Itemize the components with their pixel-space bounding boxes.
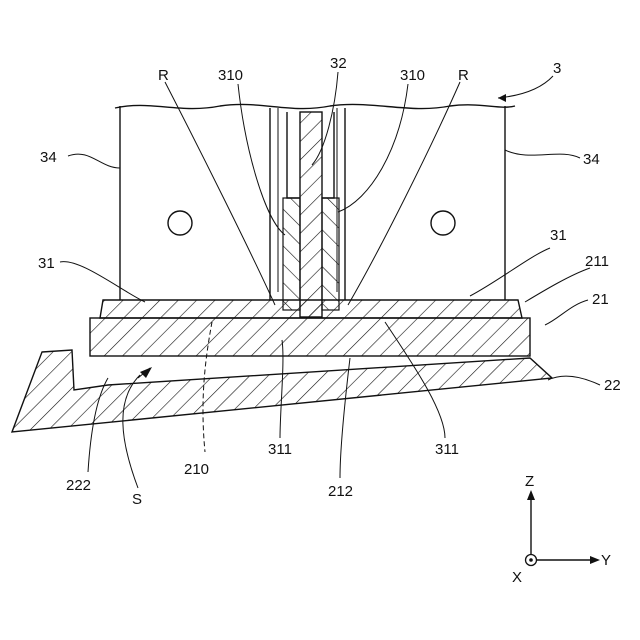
- center-wall-lower-left: [283, 198, 300, 310]
- plate: [90, 318, 530, 356]
- assembly-arrow-head: [498, 94, 506, 102]
- hole-right: [431, 211, 455, 235]
- axis-x-label: X: [512, 569, 522, 586]
- base-flange: [100, 300, 522, 318]
- label-assembly: 3: [553, 60, 561, 77]
- gap-arrow-head: [140, 367, 152, 378]
- axis-y-label: Y: [601, 552, 611, 569]
- label-center-wall: 32: [330, 55, 347, 72]
- label-wedge-surface: 222: [66, 477, 91, 494]
- label-outer-wall-left: 34: [40, 149, 57, 166]
- axis-z-label: Z: [525, 473, 534, 490]
- axes: [526, 490, 601, 566]
- hole-left: [168, 211, 192, 235]
- label-foot-left: 311: [268, 441, 292, 458]
- center-wall: [300, 112, 322, 317]
- break-line: [115, 104, 515, 108]
- label-foot-right: 311: [435, 441, 459, 458]
- label-plate-edge: 211: [585, 253, 609, 270]
- center-wall-side-left: [287, 112, 300, 198]
- label-base-right: 31: [550, 227, 567, 244]
- label-outer-wall-right: 34: [583, 151, 600, 168]
- label-radius-right: R: [458, 67, 469, 84]
- label-radius-left: R: [158, 67, 169, 84]
- label-base-left: 31: [38, 255, 55, 272]
- label-inner-wall-right: 310: [400, 67, 425, 84]
- label-inner-wall-left: 310: [218, 67, 243, 84]
- center-wall-side-right: [322, 112, 334, 198]
- label-plate-bottom: 212: [328, 483, 353, 500]
- label-plate: 21: [592, 291, 609, 308]
- label-gap: S: [132, 491, 142, 508]
- label-wedge: 22: [604, 377, 621, 394]
- center-wall-lower-right: [322, 198, 339, 310]
- label-plate-top: 210: [184, 461, 209, 478]
